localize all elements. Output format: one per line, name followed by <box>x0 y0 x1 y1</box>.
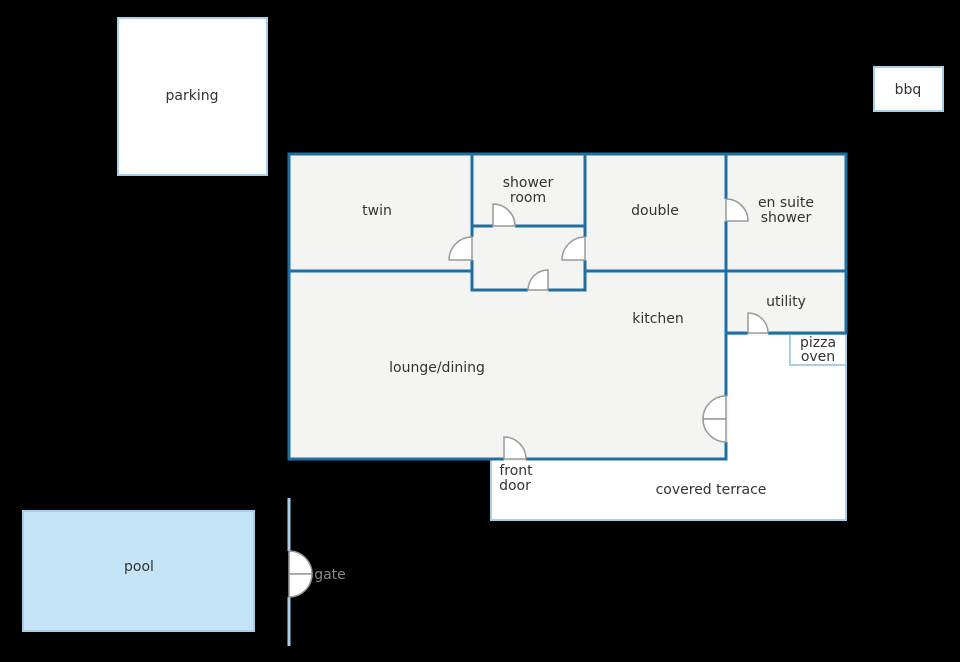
walls <box>287 152 848 461</box>
pool-area <box>22 510 255 632</box>
pool-label: pool <box>124 559 154 575</box>
lounge-dining-label: lounge/dining <box>389 360 485 376</box>
front-door-label-line1: front <box>499 463 533 479</box>
shower-room-label-line2: room <box>510 190 546 206</box>
front-door-label-line2: door <box>499 478 531 494</box>
en-suite-label-line1: en suite <box>758 195 814 211</box>
double-label: double <box>631 203 679 219</box>
en-suite-label-line2: shower <box>761 210 812 226</box>
parking-label: parking <box>166 88 219 104</box>
gate[interactable] <box>286 550 313 598</box>
kitchen-label: kitchen <box>632 311 684 327</box>
covered-terrace-label: covered terrace <box>656 482 767 498</box>
door-arcs <box>448 198 769 460</box>
gate-label: gate <box>314 567 346 583</box>
bbq-area <box>873 66 944 112</box>
house-floor <box>289 154 846 459</box>
twin-label: twin <box>362 203 392 219</box>
pizza-oven-label-line1: pizza <box>800 335 836 351</box>
shower-room-label-line1: shower <box>503 175 554 191</box>
pizza-oven-label-line2: oven <box>801 349 835 365</box>
utility-label: utility <box>766 294 806 310</box>
parking-area <box>117 17 268 176</box>
bbq-label: bbq <box>895 82 922 98</box>
